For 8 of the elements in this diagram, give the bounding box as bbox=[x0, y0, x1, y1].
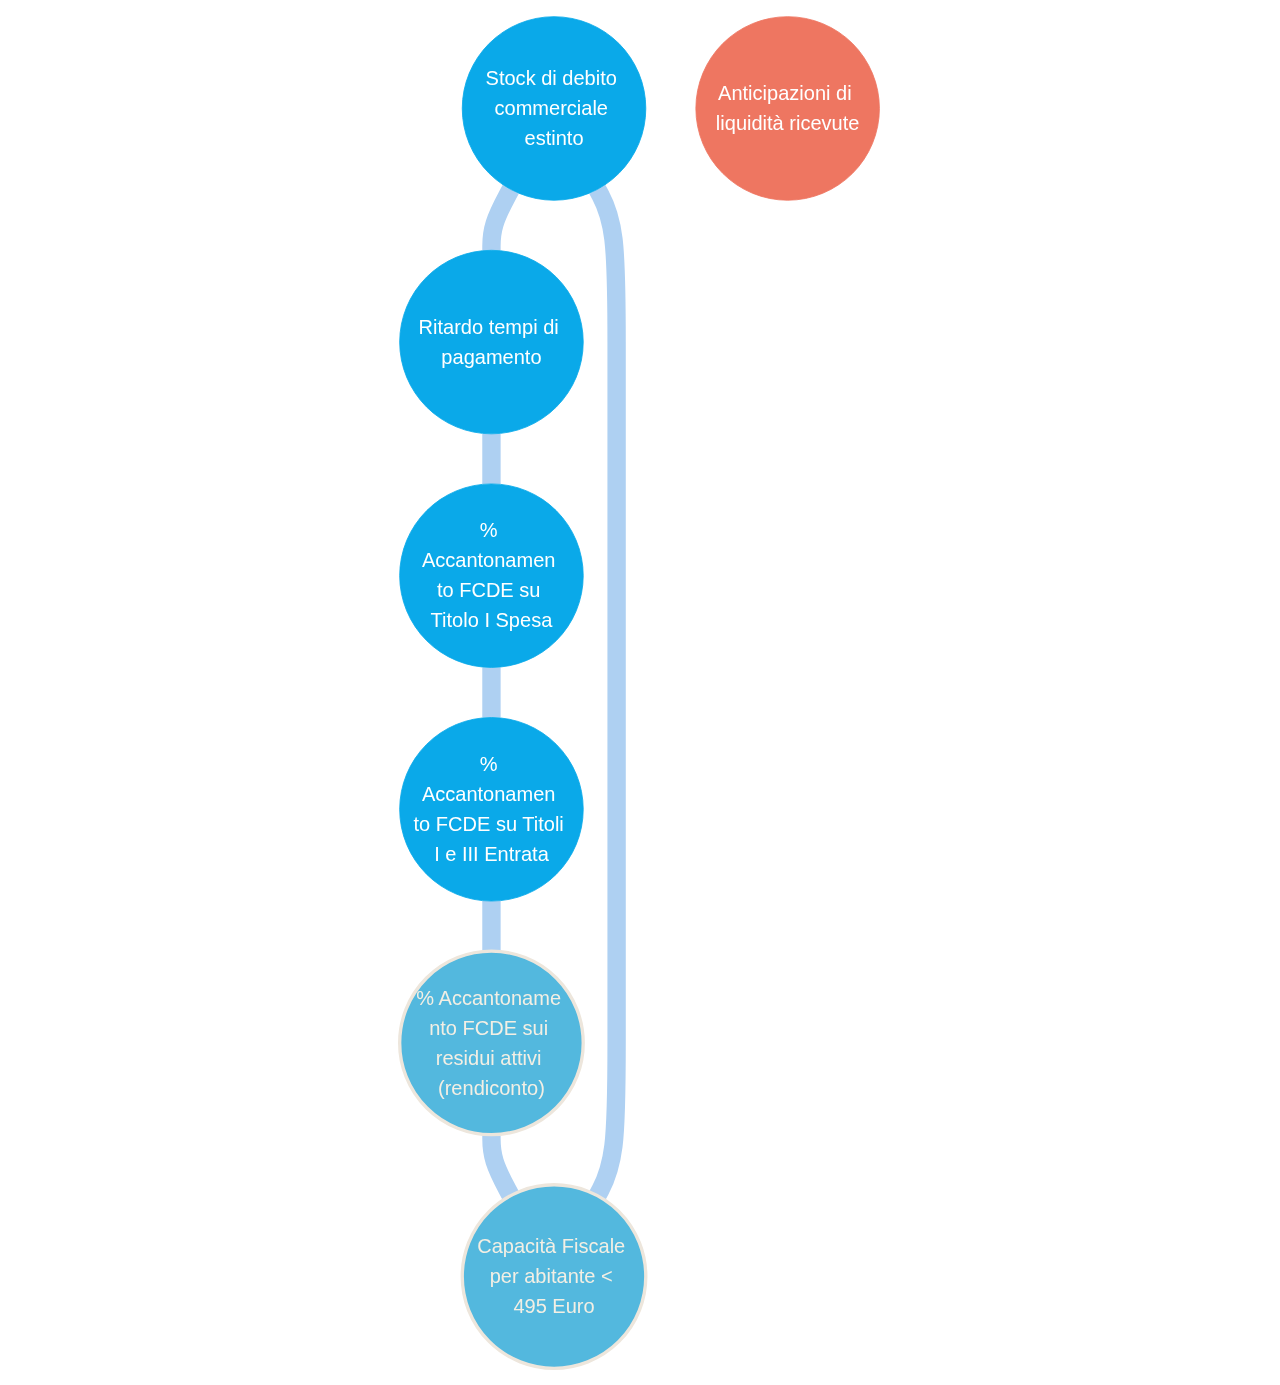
node-circle: % Accantonamen to FCDE su Titoli I e III Entrata bbox=[399, 717, 585, 902]
node-circle: % Accantonamen to FCDE su Titolo I Spesa bbox=[399, 483, 585, 668]
connector bbox=[589, 185, 627, 1200]
node-circle: % Accantoname nto FCDE sui residui attivi (rendiconto) bbox=[398, 949, 586, 1137]
node-circle: Anticipazioni di liquidità ricevute bbox=[695, 16, 881, 201]
node-circle: Stock di debito commerciale estinto bbox=[462, 16, 647, 201]
node-circle: Ritardo tempi di pagamento bbox=[399, 249, 585, 435]
node-circle: Capacità Fiscale per abitante < 495 Euro bbox=[461, 1183, 648, 1370]
